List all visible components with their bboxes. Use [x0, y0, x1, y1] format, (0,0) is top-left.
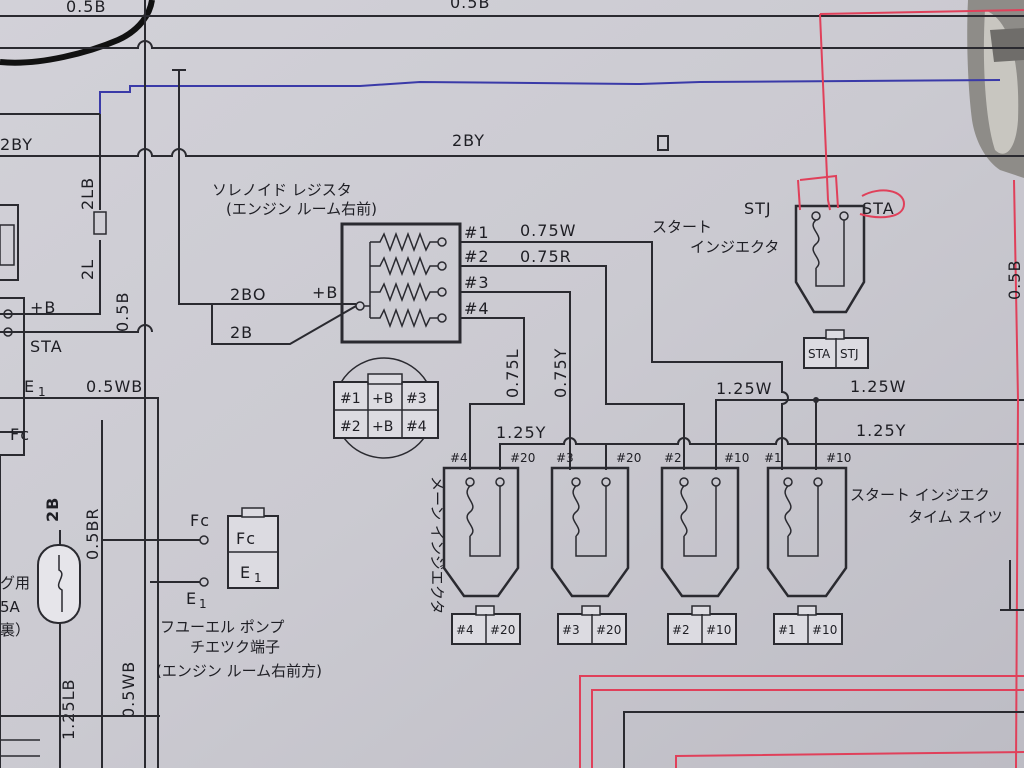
svg-text:1: 1 — [199, 597, 207, 611]
injector-2-conn-a: #3 — [562, 623, 580, 637]
label-075y: 0.75Y — [551, 348, 570, 398]
label-sta: STA — [30, 337, 63, 356]
injector-4: #1 #10 #1 #10 — [764, 451, 851, 645]
injector-1-pin-b: #20 — [510, 451, 535, 465]
label-left-2by: 2BY — [0, 135, 33, 154]
fuel-pump-label-3: (エンジン ルーム右前方) — [156, 662, 322, 680]
start-injector-label-1: スタート — [652, 218, 712, 236]
label-075w: 0.75W — [520, 221, 576, 240]
injector-2-pin-a: #3 — [556, 451, 574, 465]
fuel-pump-box-e1: E — [240, 563, 251, 582]
label-075r: 0.75R — [520, 247, 572, 266]
label-2b: 2B — [230, 323, 253, 342]
injector-3: #2 #10 #2 #10 — [660, 451, 749, 645]
label-125w-mid: 1.25W — [716, 379, 772, 398]
resistor-title-1: ソレノイド レジスタ — [212, 181, 352, 199]
conn-cell-4: #2 — [340, 419, 361, 435]
left-section: 2LB 2L +B STA 0.5B E 1 0.5WB Fc 2B 1.25L… — [0, 114, 200, 768]
start-injector-conn-stj: STJ — [840, 347, 859, 361]
resistor-pin-2: #2 — [464, 247, 490, 266]
injector-1-conn-b: #20 — [490, 623, 515, 637]
resistor-plus-b: +B — [312, 283, 338, 302]
fuel-pump-fc: Fc — [190, 511, 210, 530]
injector-4-pin-a: #1 — [764, 451, 782, 465]
svg-text:1: 1 — [254, 571, 262, 585]
label-125y-right: 1.25Y — [856, 421, 906, 440]
start-injector-stj: STJ — [744, 199, 772, 218]
label-125y-left: 1.25Y — [496, 423, 546, 442]
conn-cell-5: +B — [372, 419, 393, 435]
resistor-pin-3: #3 — [464, 273, 490, 292]
label-05br: 0.5BR — [83, 507, 102, 560]
red-annotations — [579, 9, 1024, 768]
time-switch-label-2: タイム スイツ — [908, 508, 1002, 526]
label-right-05b: 0.5B — [1005, 260, 1024, 300]
label-125w-right: 1.25W — [850, 377, 906, 396]
label-fuse-text-2: 5A — [0, 598, 21, 616]
injector-2-pin-b: #20 — [616, 451, 641, 465]
injector-3-conn-b: #10 — [706, 623, 731, 637]
injector-1: #4 #20 #4 #20 — [442, 451, 535, 645]
injector-2-conn-b: #20 — [596, 623, 621, 637]
fuel-pump-label-2: チエツク端子 — [190, 638, 280, 656]
injector-1-conn-a: #4 — [456, 623, 474, 637]
injector-4-conn-b: #10 — [812, 623, 837, 637]
label-left-05b: 0.5B — [113, 292, 132, 332]
label-075l: 0.75L — [503, 348, 522, 398]
start-injector-conn-sta: STA — [808, 347, 831, 361]
conn-cell-3: #3 — [406, 391, 427, 407]
resistor-title-2: (エンジン ルーム右前) — [226, 200, 377, 218]
resistor-box — [340, 222, 462, 344]
svg-text:1: 1 — [38, 385, 46, 399]
resistor-pin-1: #1 — [464, 223, 490, 242]
injector-2: #3 #20 #3 #20 — [550, 451, 641, 645]
solenoid-resistor: ソレノイド レジスタ (エンジン ルーム右前) #1 #2 #3 #4 +B 2… — [178, 156, 490, 459]
label-top-05b-right: 0.5B — [450, 0, 490, 12]
metal-key-object — [967, 0, 1024, 178]
label-main-2by: 2BY — [452, 131, 485, 150]
time-switch-label-1: スタート インジエク — [850, 486, 990, 504]
label-plus-b: +B — [30, 298, 56, 317]
start-injector-sta: STA — [862, 199, 895, 218]
bottom-box — [623, 711, 1024, 768]
label-2l: 2L — [78, 259, 97, 280]
fuel-pump-e1: E — [186, 589, 197, 608]
injector-3-pin-a: #2 — [664, 451, 682, 465]
label-2bo: 2BO — [230, 285, 266, 304]
label-fc: Fc — [10, 425, 30, 444]
label-e1: E — [24, 377, 35, 396]
time-switch: スタート インジエク タイム スイツ 0.5B — [850, 260, 1024, 611]
label-fuse-text-1: グ用 — [0, 574, 30, 592]
label-05wb-vertical: 0.5WB — [119, 661, 138, 718]
main-injector-label: メーン インジエクタ — [428, 476, 446, 614]
injector-feed-wires: 0.75W 0.75R 0.75Y 0.75L 1.25W 1.25W 1.25… — [460, 221, 1024, 470]
fuel-pump-label-1: フユーエル ポンプ — [160, 618, 284, 636]
label-2lb: 2LB — [78, 177, 97, 210]
start-injector-label-2: インジエクタ — [690, 238, 779, 256]
injector-1-pin-a: #4 — [450, 451, 468, 465]
start-injector: スタート インジエクタ STJ STA STA STJ — [652, 199, 895, 369]
conn-cell-1: #1 — [340, 391, 361, 407]
main-injectors: メーン インジエクタ #4 #20 #4 #20 #3 #20 #3 #20 — [428, 451, 851, 645]
injector-4-pin-b: #10 — [826, 451, 851, 465]
injector-3-pin-b: #10 — [724, 451, 749, 465]
resistor-pin-4: #4 — [464, 299, 490, 318]
label-fuse-text-3: 裏） — [0, 621, 30, 639]
injector-4-conn-a: #1 — [778, 623, 796, 637]
conn-cell-2: +B — [372, 391, 393, 407]
label-top-05b: 0.5B — [66, 0, 106, 16]
label-125lb: 1.25LB — [59, 678, 78, 740]
conn-cell-6: #4 — [406, 419, 427, 435]
fuel-pump-check: Fc E 1 Fc E 1 フユーエル ポンプ チエツク端子 (エンジン ルーム… — [156, 507, 322, 680]
label-05wb: 0.5WB — [86, 377, 143, 396]
injector-3-conn-a: #2 — [672, 623, 690, 637]
label-fuse-2b: 2B — [43, 497, 62, 522]
fuel-pump-box-fc: Fc — [236, 529, 256, 548]
